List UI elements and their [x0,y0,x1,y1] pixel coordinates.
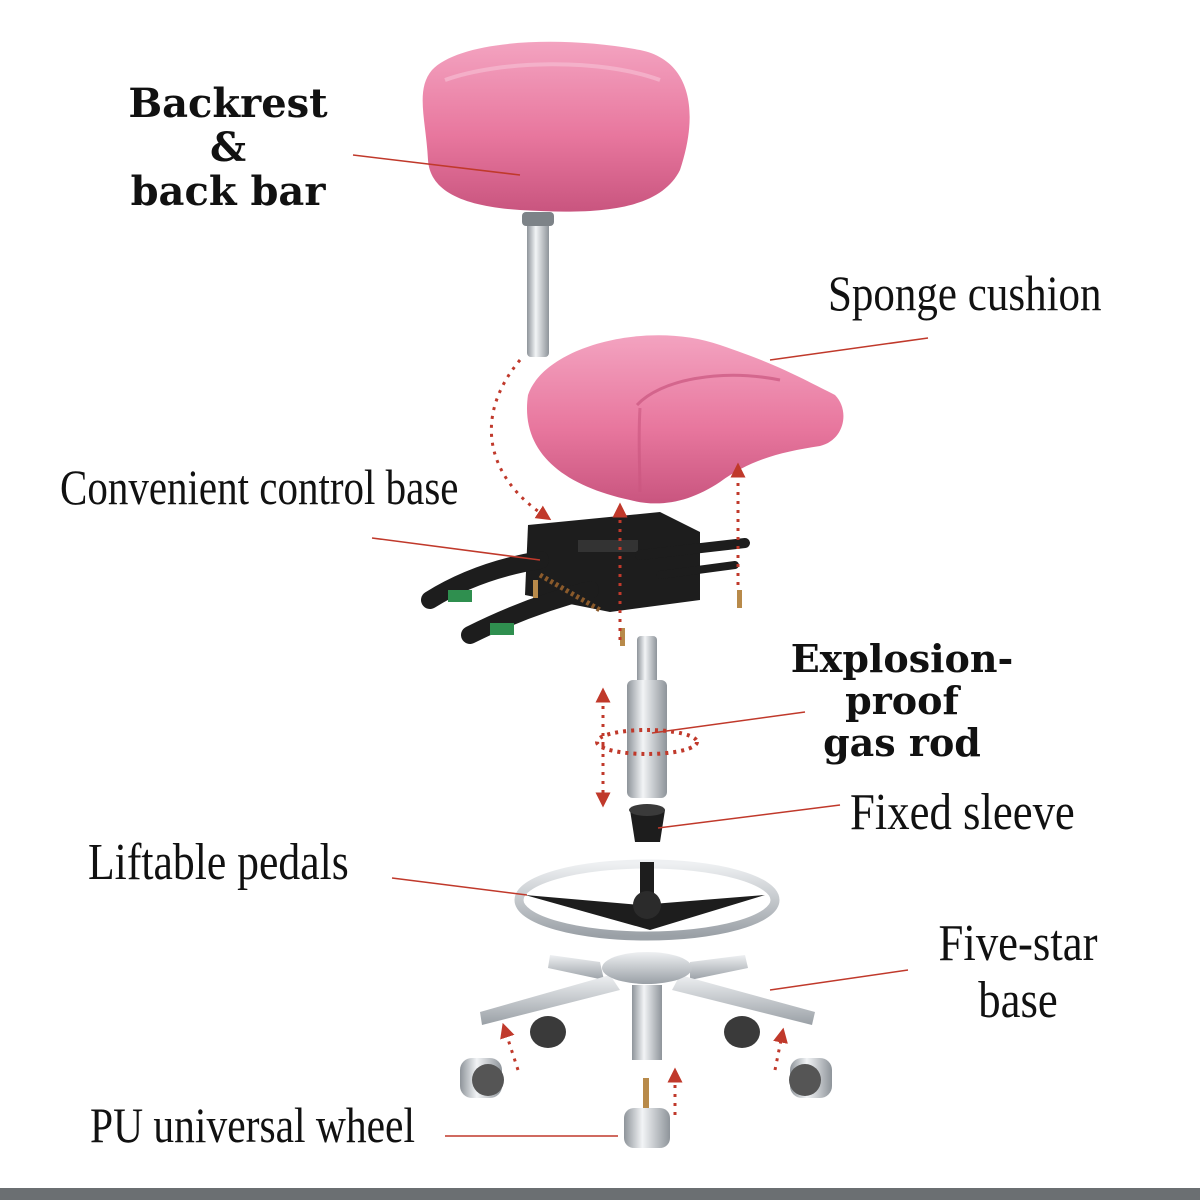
bottom-strip [0,1188,1200,1200]
leader-five-star-base [769,969,909,991]
assembly-arrows [489,359,788,1115]
leader-control-base [371,537,541,561]
leader-fixed-sleeve [657,804,841,829]
leader-gas-rod [651,711,806,734]
five-star-base-icon [480,952,815,1060]
gas-cylinder-icon [595,636,699,798]
leader-backrest [352,154,521,176]
control-mechanism-icon [421,512,750,646]
label-fixed-sleeve: Fixed sleeve [850,784,1075,841]
label-backrest: Backrest & back bar [128,80,328,215]
label-liftable-pedals: Liftable pedals [88,834,349,891]
label-control-base: Convenient control base [60,459,459,515]
label-gas-rod: Explosion-proof gas rod [790,636,1014,765]
leader-sponge-cushion [769,337,929,361]
label-sponge-cushion: Sponge cushion [828,265,1102,321]
saddle-seat-icon [526,335,844,504]
foot-ring-icon [514,859,780,941]
sleeve-icon [629,804,665,842]
label-five-star-base: Five-star base [938,915,1098,1030]
caster-wheel-icon [460,1016,832,1148]
backrest-pad-icon [422,41,690,212]
back-bar-icon [522,212,554,357]
leader-liftable-pedals [391,877,528,896]
leader-lines [352,154,929,1137]
label-wheel: PU universal wheel [90,1097,416,1153]
